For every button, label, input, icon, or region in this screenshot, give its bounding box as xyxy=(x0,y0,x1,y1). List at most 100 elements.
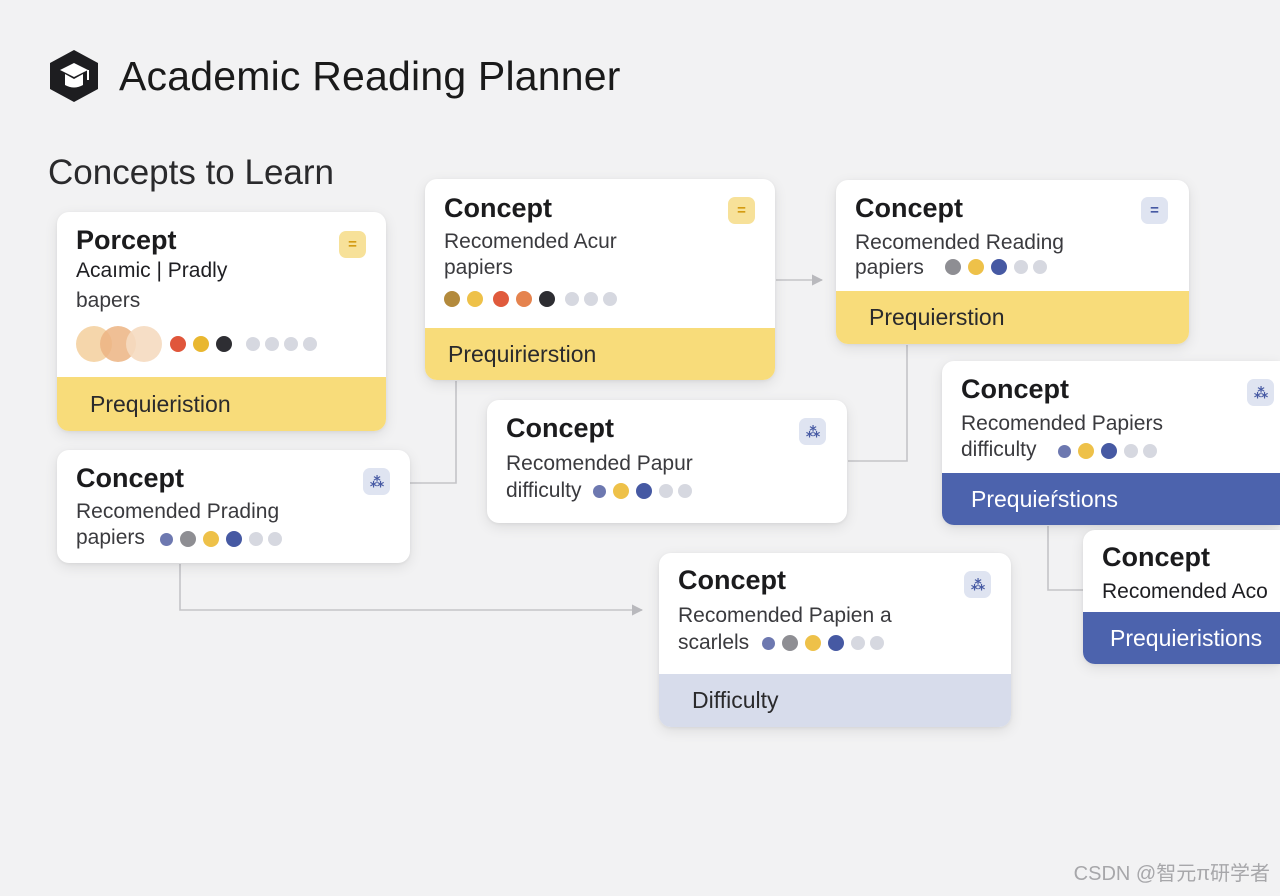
prerequisite-footer[interactable]: Prequieristion xyxy=(57,377,386,431)
dot xyxy=(444,291,460,307)
card-line: Recomended Prading xyxy=(76,500,280,523)
dot xyxy=(828,635,844,651)
card-title: Concept xyxy=(76,463,184,493)
dot xyxy=(870,636,884,650)
card-line: Recomended Reading xyxy=(855,231,1064,254)
dot xyxy=(516,291,532,307)
dot xyxy=(284,337,298,351)
card-line: difficulty xyxy=(961,438,1037,461)
network-icon[interactable]: ⁂ xyxy=(363,468,390,495)
dot xyxy=(782,635,798,651)
network-icon[interactable]: ⁂ xyxy=(964,571,991,598)
dot xyxy=(268,532,282,546)
difficulty-dots xyxy=(76,326,322,362)
concept-card[interactable]: Concept ⁂ Recomended Papien a scarlels D… xyxy=(659,553,1011,727)
dot xyxy=(851,636,865,650)
dot xyxy=(226,531,242,547)
dot xyxy=(216,336,232,352)
dot xyxy=(265,337,279,351)
equals-icon[interactable]: = xyxy=(1141,197,1168,224)
connector-arrow xyxy=(179,564,644,616)
prerequisite-footer[interactable]: Prequieristions xyxy=(1083,612,1280,664)
dot xyxy=(762,636,775,650)
dot xyxy=(160,532,173,546)
dot xyxy=(539,291,555,307)
dot xyxy=(659,484,673,498)
dot xyxy=(180,531,196,547)
concept-card[interactable]: Concept = Recomended Acur papiers Prequi… xyxy=(425,179,775,380)
dot xyxy=(636,483,652,499)
card-title: Concept xyxy=(961,374,1069,404)
overlap-circles xyxy=(76,326,162,362)
card-line: bapers xyxy=(76,289,141,312)
card-line: papiers xyxy=(444,256,513,279)
card-line: Recomended Aco xyxy=(1102,580,1268,603)
dot xyxy=(613,483,629,499)
dot xyxy=(246,337,260,351)
dot xyxy=(203,531,219,547)
difficulty-dots xyxy=(762,635,889,651)
dot xyxy=(1033,260,1047,274)
network-icon[interactable]: ⁂ xyxy=(1247,379,1274,406)
difficulty-dots xyxy=(160,531,287,547)
card-title: Concept xyxy=(506,413,614,443)
card-title: Concept xyxy=(855,193,963,223)
prerequisite-footer[interactable]: Prequirierstion xyxy=(425,328,775,380)
dot xyxy=(1014,260,1028,274)
card-line: Acaımic | Pradly xyxy=(76,259,228,282)
dot xyxy=(584,292,598,306)
dot xyxy=(945,259,961,275)
card-line: papiers xyxy=(855,256,924,279)
difficulty-dots xyxy=(593,483,697,499)
card-line: scarlels xyxy=(678,631,750,654)
card-title: Concept xyxy=(678,565,786,595)
card-line: Recomended Papien a xyxy=(678,604,892,627)
dot xyxy=(193,336,209,352)
equals-icon[interactable]: = xyxy=(728,197,755,224)
dot xyxy=(1143,444,1157,458)
connector-line xyxy=(410,381,457,484)
app-header: Academic Reading Planner xyxy=(46,48,621,104)
connector-line xyxy=(1047,526,1084,591)
dot xyxy=(603,292,617,306)
concept-card[interactable]: Concept ⁂ Recomended Papur difficulty xyxy=(487,400,847,523)
concept-card[interactable]: Concept = Recomended Reading papiers Pre… xyxy=(836,180,1189,344)
difficulty-dots xyxy=(945,259,1052,275)
dot xyxy=(467,291,483,307)
card-title: Concept xyxy=(1102,542,1210,572)
dot xyxy=(1101,443,1117,459)
card-line: papiers xyxy=(76,526,145,549)
dot xyxy=(805,635,821,651)
dot xyxy=(593,484,606,498)
watermark: CSDN @智元π研学者 xyxy=(1073,863,1270,885)
difficulty-footer[interactable]: Difficulty xyxy=(659,674,1011,727)
dot xyxy=(1078,443,1094,459)
dot xyxy=(991,259,1007,275)
equals-icon[interactable]: = xyxy=(339,231,366,258)
card-line: difficulty xyxy=(506,479,582,502)
concept-card[interactable]: Concept ⁂ Recomended Prading papiers xyxy=(57,450,410,563)
concept-card[interactable]: Concept Recomended Aco Prequieristions xyxy=(1083,530,1280,664)
dot xyxy=(303,337,317,351)
card-title: Concept xyxy=(444,193,552,223)
section-title: Concepts to Learn xyxy=(48,153,335,192)
dot xyxy=(1058,444,1071,458)
card-title: Porcept xyxy=(76,225,177,255)
connector-line xyxy=(848,345,908,462)
concept-card[interactable]: Concept ⁂ Recomended Papiers difficulty … xyxy=(942,361,1280,525)
prerequisite-footer[interactable]: Prequieŕstions xyxy=(942,473,1280,525)
difficulty-dots xyxy=(1058,443,1162,459)
dot xyxy=(1124,444,1138,458)
dot xyxy=(968,259,984,275)
dot xyxy=(170,336,186,352)
card-line: Recomended Papiers xyxy=(961,412,1163,435)
card-line: Recomended Papur xyxy=(506,452,693,475)
app-title: Academic Reading Planner xyxy=(119,52,621,99)
network-icon[interactable]: ⁂ xyxy=(799,418,826,445)
prerequisite-footer[interactable]: Prequierstion xyxy=(836,291,1189,344)
dot xyxy=(565,292,579,306)
concept-card[interactable]: Porcept = Acaımic | Pradly bapers Prequi… xyxy=(57,212,386,431)
difficulty-dots xyxy=(444,291,622,307)
dot xyxy=(493,291,509,307)
